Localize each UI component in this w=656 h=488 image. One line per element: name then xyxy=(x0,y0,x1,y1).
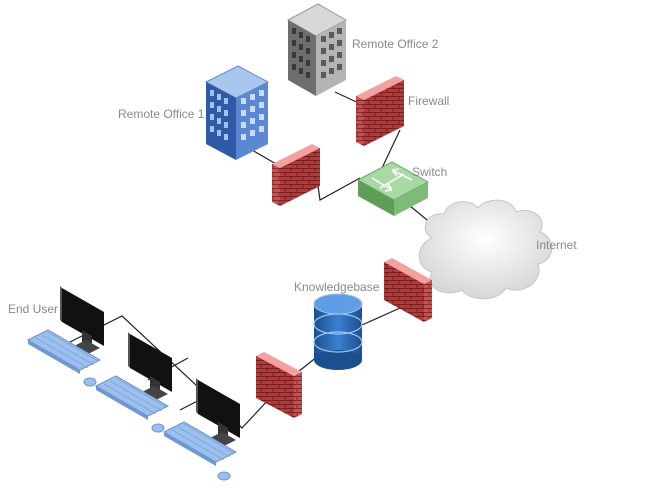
end-user-workstation-1 xyxy=(26,286,104,387)
label-switch: Switch xyxy=(412,165,448,179)
firewall-remote-office-1 xyxy=(272,144,320,206)
firewall-internet xyxy=(384,258,432,322)
firewall-remote-office-2 xyxy=(356,76,404,146)
label-remote-office-2: Remote Office 2 xyxy=(352,37,439,51)
link-firewall1-switch xyxy=(317,177,361,201)
remote-office-1-building xyxy=(204,65,270,160)
remote-office-2-building xyxy=(286,3,348,96)
label-firewall: Firewall xyxy=(408,94,450,108)
link-firewall-database xyxy=(361,307,401,326)
label-knowledgebase: Knowledgebase xyxy=(294,280,380,294)
firewall-lan xyxy=(256,352,302,418)
end-user-workstation-3 xyxy=(162,378,240,481)
end-user-workstation-2 xyxy=(94,332,172,433)
label-end-user: End User xyxy=(8,302,59,316)
internet-cloud xyxy=(418,199,553,300)
label-remote-office-1: Remote Office 1 xyxy=(118,107,205,121)
switch xyxy=(356,161,430,216)
knowledgebase-database xyxy=(313,293,363,370)
label-internet: Internet xyxy=(536,238,577,252)
link-firewall2-switch xyxy=(381,129,401,169)
